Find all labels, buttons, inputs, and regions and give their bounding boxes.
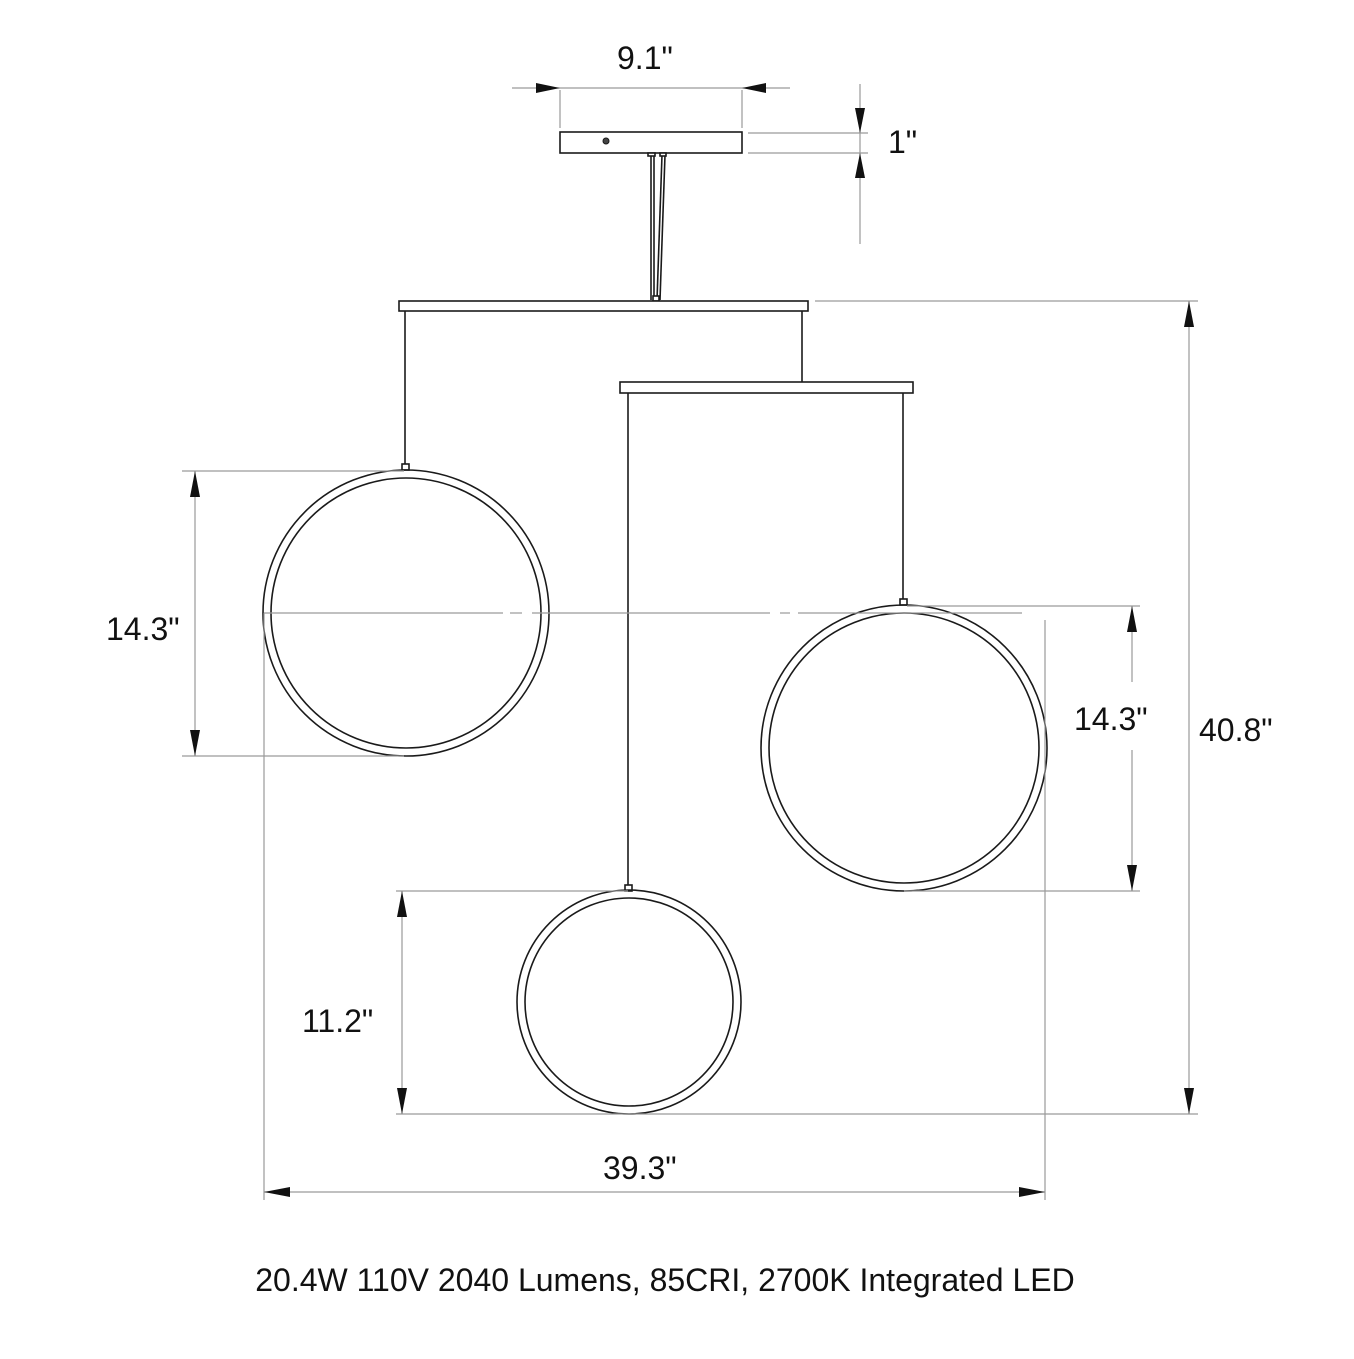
upper-crossbar [398,300,809,312]
overall-width-dimension [264,1187,1045,1197]
left-ring [262,463,550,757]
bottom-ring-diameter-dimension [397,891,407,1114]
right-ring-diameter-dimension [1127,606,1137,891]
right-ring [760,598,1048,892]
extension-lines [182,300,1198,1200]
overall-width-label: 39.3" [603,1150,677,1186]
lower-crossbar [619,381,914,394]
ceiling-canopy [559,131,743,154]
arrow-up-icon [855,153,865,178]
left-ring-diameter-label: 14.3" [106,611,180,647]
overall-height-label: 40.8" [1199,712,1273,748]
bottom-ring-diameter-label: 11.2" [302,1003,374,1039]
spec-caption: 20.4W 110V 2040 Lumens, 85CRI, 2700K Int… [255,1262,1075,1298]
arrow-left-icon [742,83,766,93]
right-ring-diameter-label: 14.3" [1074,701,1148,737]
bottom-ring [516,884,742,1115]
canopy-width-dimension [512,83,790,128]
arrow-down-icon [855,108,865,133]
overall-height-dimension [1184,301,1194,1114]
canopy-height-label: 1" [888,124,918,160]
suspension-cables [647,152,667,302]
arrow-right-icon [536,83,560,93]
left-ring-diameter-dimension [190,471,200,756]
canopy-height-dimension [748,84,868,244]
canopy-width-label: 9.1" [617,40,673,76]
